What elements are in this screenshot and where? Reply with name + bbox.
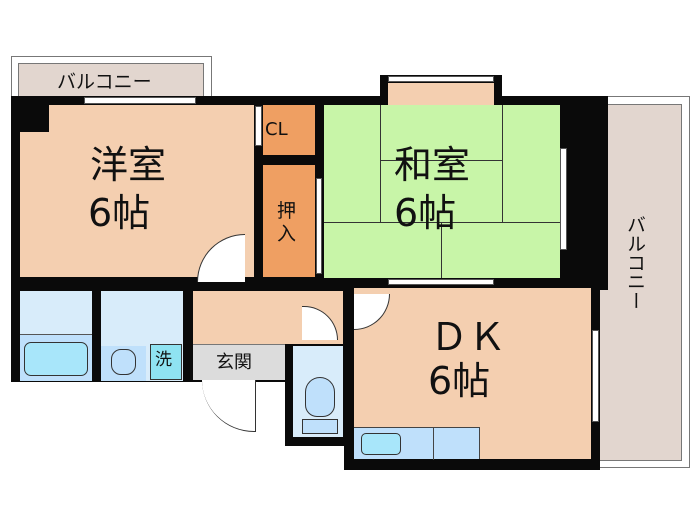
bathtub bbox=[20, 334, 92, 381]
washer-label: 洗 bbox=[155, 350, 172, 370]
japanese-room-size: 6帖 bbox=[394, 191, 457, 235]
kitchen-sink bbox=[361, 433, 401, 455]
window-western bbox=[84, 97, 196, 104]
room-japanese bbox=[324, 105, 560, 278]
balcony-right-floor: バルコニー bbox=[598, 104, 682, 461]
bathtub-basin bbox=[24, 342, 88, 376]
window-dk-right bbox=[592, 330, 599, 422]
closet-door[interactable] bbox=[255, 106, 262, 146]
washbasin bbox=[101, 346, 146, 381]
tatami-line bbox=[380, 160, 502, 161]
balcony-right-label: バルコニー bbox=[624, 215, 646, 310]
western-room-size: 6帖 bbox=[88, 191, 151, 235]
oshiire-label-bottom: 入 bbox=[277, 223, 297, 245]
dk-room-name: ＤＫ bbox=[430, 315, 507, 359]
column-top-left bbox=[11, 96, 49, 132]
front-door[interactable] bbox=[202, 380, 256, 432]
entrance-label: 玄関 bbox=[216, 352, 252, 373]
dk-room-size: 6帖 bbox=[428, 359, 491, 403]
washing-machine: 洗 bbox=[150, 344, 182, 380]
counter-divider bbox=[433, 428, 434, 460]
washbasin-bowl bbox=[111, 349, 136, 375]
sliding-door-japanese-bottom[interactable] bbox=[388, 279, 494, 285]
oshiire: 押 入 bbox=[263, 165, 315, 277]
toilet-bowl bbox=[305, 377, 335, 417]
western-room-name: 洋室 bbox=[90, 143, 167, 187]
japanese-room-name: 和室 bbox=[394, 143, 471, 187]
sliding-door-japanese-left[interactable] bbox=[316, 178, 322, 274]
tatami-line bbox=[441, 222, 442, 278]
japanese-window-bay-floor bbox=[388, 83, 494, 105]
oshiire-label-top: 押 bbox=[277, 200, 297, 222]
tatami-line bbox=[502, 105, 503, 223]
window-japanese-top bbox=[388, 76, 494, 82]
tatami-line bbox=[324, 222, 560, 223]
closet-label: CL bbox=[265, 119, 288, 140]
balcony-top-label: バルコニー bbox=[57, 71, 152, 93]
window-japanese-right bbox=[560, 148, 567, 250]
entrance: 玄関 bbox=[193, 344, 285, 380]
kitchen-counter bbox=[354, 427, 480, 460]
closet-cl: CL bbox=[263, 105, 315, 155]
tatami-line bbox=[380, 105, 381, 223]
column-top-right bbox=[560, 96, 608, 144]
toilet-tank bbox=[302, 419, 338, 434]
